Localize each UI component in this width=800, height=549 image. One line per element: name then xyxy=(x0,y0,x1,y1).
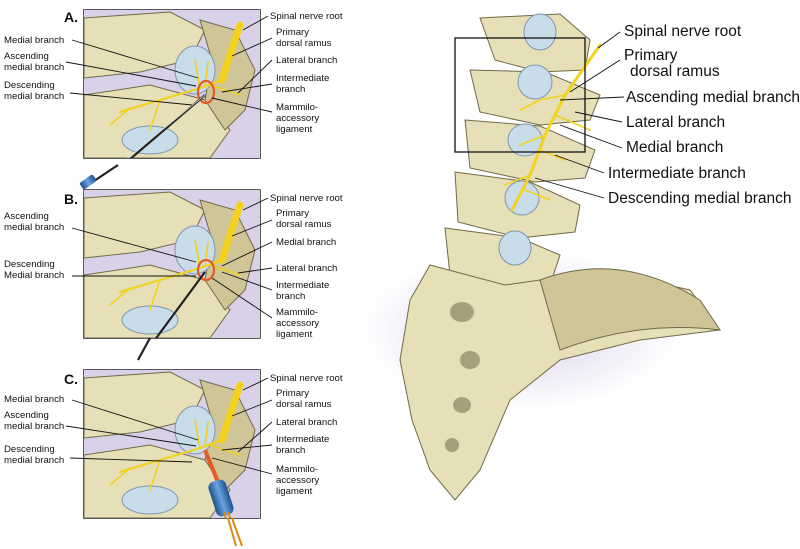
leader-line xyxy=(597,31,621,49)
spine-label: Primary xyxy=(624,47,678,64)
panel-b-left-label: medial branch xyxy=(4,222,64,233)
panel-b-right-label: Mammilo- xyxy=(276,307,318,318)
leader-line xyxy=(574,111,623,123)
leader-line xyxy=(71,39,199,79)
panel-a-right-label: branch xyxy=(276,84,305,95)
leader-line xyxy=(211,277,273,319)
leader-line xyxy=(211,457,273,475)
leader-line xyxy=(65,61,197,87)
panel-b-right-label: dorsal ramus xyxy=(276,219,332,230)
inset-box xyxy=(454,37,586,153)
panel-b-right-label: branch xyxy=(276,291,305,302)
panel-a-right-label: Mammilo- xyxy=(276,102,318,113)
leader-line xyxy=(569,59,621,93)
leader-line xyxy=(231,37,273,57)
panel-a-right-label: Lateral branch xyxy=(276,55,337,66)
panel-c-left-label: Ascending xyxy=(4,410,49,421)
leader-line xyxy=(69,92,193,106)
panel-b-letter: B. xyxy=(64,191,78,207)
spine-label: Ascending medial branch xyxy=(626,89,800,106)
panel-b: B. Ascending medial branch Descending Me… xyxy=(4,189,343,361)
leader-line xyxy=(71,227,197,263)
panel-a: A. Medial branch Ascending medial branch… xyxy=(4,9,343,190)
panel-a-right-label: Spinal nerve root xyxy=(270,11,343,22)
panel-c-right-label: dorsal ramus xyxy=(276,399,332,410)
leader-line xyxy=(221,241,273,267)
leader-line xyxy=(221,83,273,93)
panel-b-right-label: Primary xyxy=(276,208,309,219)
panel-c-left-label: Descending xyxy=(4,444,55,455)
panel-a-left-label: Ascending xyxy=(4,51,49,62)
panel-a-right-label: accessory xyxy=(276,113,319,124)
panel-a-right-label: ligament xyxy=(276,124,313,135)
lumbosacral-spine-illustration xyxy=(360,13,722,501)
leader-line xyxy=(242,15,269,31)
panel-c-left-label: medial branch xyxy=(4,421,64,432)
leader-line xyxy=(237,59,273,94)
leader-line xyxy=(231,219,273,237)
leader-line xyxy=(231,399,273,417)
panel-a-left-label: medial branch xyxy=(4,91,64,102)
leader-line xyxy=(242,377,269,391)
panel-b-right-label: ligament xyxy=(276,329,313,340)
panel-a-left-label: Descending xyxy=(4,80,55,91)
leader-line xyxy=(237,421,273,453)
leader-line xyxy=(559,96,625,101)
spine-label: dorsal ramus xyxy=(630,63,720,80)
panel-b-left-label: Ascending xyxy=(4,211,49,222)
leader-line xyxy=(554,154,605,174)
panel-b-left-label: Medial branch xyxy=(4,270,64,281)
spine-labels: Spinal nerve root Primary dorsal ramus A… xyxy=(534,23,800,207)
panel-a-left-label: Medial branch xyxy=(4,35,64,46)
panel-c-right-label: accessory xyxy=(276,475,319,486)
leader-line xyxy=(221,444,273,451)
panel-b-right-label: Spinal nerve root xyxy=(270,193,343,204)
leader-line xyxy=(211,97,273,113)
leader-line xyxy=(534,177,605,199)
panel-c-letter: C. xyxy=(64,371,78,387)
spine-label: Descending medial branch xyxy=(608,190,792,207)
panel-c-right-label: Lateral branch xyxy=(276,417,337,428)
leader-line xyxy=(69,457,193,463)
panel-b-right-label: Lateral branch xyxy=(276,263,337,274)
panel-c-right-label: Mammilo- xyxy=(276,464,318,475)
leader-line xyxy=(71,399,199,441)
panel-a-letter: A. xyxy=(64,9,78,25)
panel-c-left-label: medial branch xyxy=(4,455,64,466)
spine-label: Lateral branch xyxy=(626,114,725,131)
panel-c-right-label: ligament xyxy=(276,486,313,497)
panel-c-right-label: Intermediate xyxy=(276,434,329,445)
panel-b-left-label: Descending xyxy=(4,259,55,270)
leader-line xyxy=(242,197,269,211)
panel-c-right-label: Spinal nerve root xyxy=(270,373,343,384)
spine-label: Spinal nerve root xyxy=(624,23,742,40)
panel-a-left-label: medial branch xyxy=(4,62,64,73)
panel-a-right-label: Intermediate xyxy=(276,73,329,84)
panel-b-right-label: Medial branch xyxy=(276,237,336,248)
panel-c-right-label: Primary xyxy=(276,388,309,399)
panel-b-right-label: accessory xyxy=(276,318,319,329)
spine-label: Intermediate branch xyxy=(608,165,746,182)
panel-a-illustration xyxy=(84,10,260,158)
panel-c: C. Medial branch Ascending medial branch… xyxy=(4,369,343,547)
panel-c-left-label: Medial branch xyxy=(4,394,64,405)
panel-a-right-label: Primary xyxy=(276,27,309,38)
panel-b-right-label: Intermediate xyxy=(276,280,329,291)
leader-line xyxy=(559,124,623,149)
panel-c-illustration xyxy=(84,370,260,518)
leader-line xyxy=(221,271,273,291)
spine-label: Medial branch xyxy=(626,139,723,156)
panel-c-right-label: branch xyxy=(276,445,305,456)
panel-a-right-label: dorsal ramus xyxy=(276,38,332,49)
leader-line xyxy=(237,267,273,274)
leader-line xyxy=(65,425,197,447)
panel-b-illustration xyxy=(84,190,260,338)
